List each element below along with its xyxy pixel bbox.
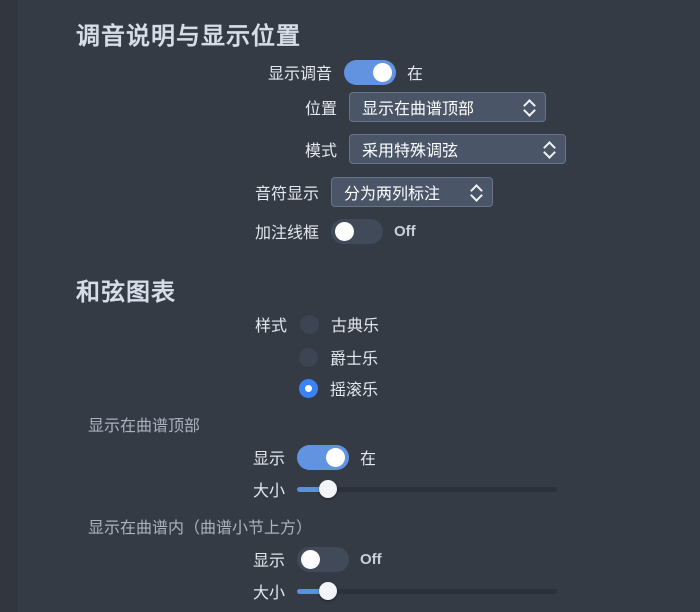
radio-style-jazz[interactable] <box>299 347 318 367</box>
toggle-state-top-show: 在 <box>360 451 377 468</box>
label-position: 位置 <box>305 101 338 118</box>
slider-inline-size[interactable] <box>297 581 558 601</box>
toggle-knob <box>326 447 346 467</box>
subheading-inline-score: 显示在曲谱内（曲谱小节上方） <box>88 520 313 537</box>
radio-label-style-jazz: 爵士乐 <box>330 351 379 368</box>
row-frame-annotation: 加注线框 Off <box>255 216 416 246</box>
select-mode[interactable]: 采用特殊调弦 <box>349 134 567 164</box>
radio-label-style-rock: 摇滚乐 <box>330 382 379 399</box>
slider-track <box>297 487 558 492</box>
slider-track <box>297 589 558 594</box>
subheading-top-of-score: 显示在曲谱顶部 <box>88 418 201 435</box>
label-top-show: 显示 <box>253 451 286 468</box>
select-position[interactable]: 显示在曲谱顶部 <box>349 92 547 122</box>
chevron-updown-icon <box>544 140 555 158</box>
row-style-jazz: 爵士乐 <box>299 344 378 370</box>
select-mode-value: 采用特殊调弦 <box>362 143 459 160</box>
label-inline-show: 显示 <box>253 553 286 570</box>
toggle-show-tuning[interactable] <box>344 59 397 85</box>
row-top-size: 大小 <box>253 476 558 502</box>
chevron-updown-icon <box>524 98 535 116</box>
label-show-tuning: 显示调音 <box>268 66 333 83</box>
label-frame-annotation: 加注线框 <box>255 225 320 242</box>
toggle-knob <box>335 221 355 241</box>
slider-fill <box>297 589 328 594</box>
row-top-show: 显示 在 <box>253 442 376 472</box>
toggle-state-show-tuning: 在 <box>407 66 424 83</box>
radio-style-classical[interactable] <box>300 314 320 334</box>
row-note-display: 音符显示 分为两列标注 <box>255 177 494 207</box>
toggle-inline-show[interactable] <box>297 546 350 572</box>
slider-fill <box>297 487 328 492</box>
toggle-state-inline-show: Off <box>360 550 382 568</box>
slider-thumb[interactable] <box>318 480 337 498</box>
toggle-state-frame-annotation: Off <box>394 222 416 240</box>
select-note-display-value: 分为两列标注 <box>344 186 441 203</box>
toggle-knob <box>301 549 321 569</box>
select-note-display[interactable]: 分为两列标注 <box>331 177 494 207</box>
row-style-rock: 摇滚乐 <box>299 375 378 401</box>
slider-thumb[interactable] <box>318 582 337 600</box>
row-inline-size: 大小 <box>253 578 558 604</box>
toggle-top-show[interactable] <box>297 444 350 470</box>
radio-style-rock[interactable] <box>299 378 318 398</box>
chevron-updown-icon <box>471 183 482 201</box>
label-inline-size: 大小 <box>253 585 286 602</box>
section-title-chord: 和弦图表 <box>76 279 176 306</box>
label-top-size: 大小 <box>253 483 286 500</box>
label-note-display: 音符显示 <box>255 186 320 203</box>
label-style: 样式 <box>255 318 288 335</box>
row-inline-show: 显示 Off <box>253 544 382 574</box>
row-show-tuning: 显示调音 在 <box>268 57 423 87</box>
toggle-knob <box>373 62 393 82</box>
slider-top-size[interactable] <box>297 479 558 499</box>
radio-label-style-classical: 古典乐 <box>331 318 380 335</box>
left-edge-band <box>0 0 18 612</box>
row-position: 位置 显示在曲谱顶部 <box>305 92 547 122</box>
row-mode: 模式 采用特殊调弦 <box>305 134 567 164</box>
row-style-classical: 样式 古典乐 <box>255 311 379 337</box>
toggle-frame-annotation[interactable] <box>331 218 384 244</box>
label-mode: 模式 <box>305 143 338 160</box>
section-title-tuning: 调音说明与显示位置 <box>76 23 301 50</box>
select-position-value: 显示在曲谱顶部 <box>362 101 475 118</box>
